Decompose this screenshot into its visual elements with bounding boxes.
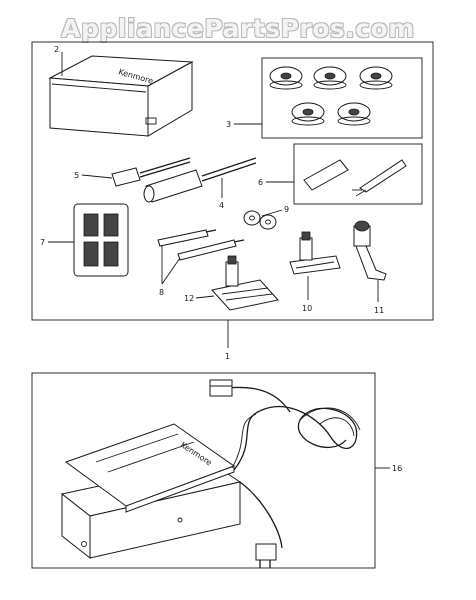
- foot-control: Kenmore: [60, 379, 361, 568]
- zipper-foot: [289, 231, 341, 275]
- callout-4: 4: [219, 201, 224, 210]
- accessory-kit-frame: [31, 41, 434, 321]
- callout-2: 2: [54, 45, 59, 54]
- storage-case: Kenmore: [48, 55, 194, 137]
- bobbins-set: [261, 57, 423, 139]
- bobbin: [359, 66, 393, 90]
- callout-5: 5: [74, 171, 79, 180]
- bobbin: [313, 66, 347, 90]
- bobbin: [337, 102, 371, 126]
- needle-and-ripper-set: [293, 143, 423, 205]
- callout-6: 6: [258, 178, 263, 187]
- needle-pack: [73, 203, 129, 277]
- presser-foot: [353, 220, 387, 281]
- callout-12: 12: [184, 294, 194, 303]
- callout-8: 8: [159, 288, 164, 297]
- callout-3: 3: [226, 120, 231, 129]
- callout-9: 9: [284, 205, 289, 214]
- spool-pins: [157, 229, 245, 261]
- foot-control-frame: [31, 372, 376, 569]
- watermark: AppliancePartsPros.com: [61, 14, 415, 43]
- small-screwdriver: [111, 157, 191, 187]
- callout-7: 7: [40, 238, 45, 247]
- callout-11: 11: [374, 306, 384, 315]
- callout-10: 10: [302, 304, 312, 313]
- bobbin: [269, 66, 303, 90]
- callout-1: 1: [225, 352, 230, 361]
- buttonhole-foot: [211, 255, 279, 311]
- bobbin: [291, 102, 325, 126]
- spool-felts: [243, 210, 277, 230]
- large-screwdriver: [143, 157, 257, 203]
- callout-16: 16: [392, 464, 402, 473]
